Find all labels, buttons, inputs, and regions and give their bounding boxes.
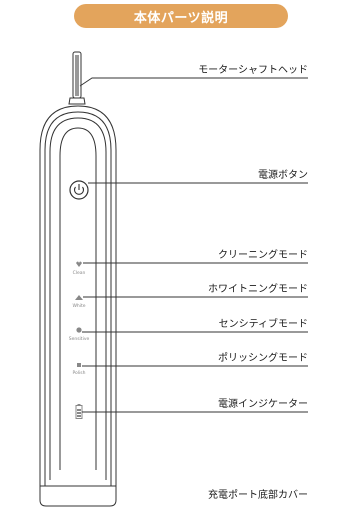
power-button [69, 180, 89, 200]
clean-mode-icon: Clean [73, 261, 86, 276]
sensitive-mode-icon: Sensitive [69, 327, 90, 342]
callout-polish-mode: ポリッシングモード [218, 353, 308, 364]
toothbrush-handle [39, 105, 117, 507]
motor-shaft [68, 51, 86, 105]
section-title-banner: 本体パーツ説明 [74, 4, 288, 28]
white-mode-label: White [72, 303, 85, 309]
battery-indicator-icon [75, 404, 83, 419]
section-title: 本体パーツ説明 [133, 10, 229, 26]
callout-power-indicator: 電源インジケーター [218, 399, 308, 410]
callout-sensitive-mode: センシティブモード [218, 319, 308, 330]
callout-lines [79, 77, 308, 413]
callout-clean-mode: クリーニングモード [218, 250, 308, 261]
callout-white-mode: ホワイトニングモード [208, 284, 308, 295]
callout-charge-port-cover: 充電ポート底部カバー [208, 490, 308, 501]
callout-motor-shaft-head: モーターシャフトヘッド [198, 65, 308, 76]
clean-mode-label: Clean [73, 270, 86, 276]
callout-power-button: 電源ボタン [258, 170, 308, 181]
polish-mode-label: Polish [72, 370, 85, 376]
sensitive-mode-label: Sensitive [69, 336, 90, 342]
white-mode-icon: White [72, 295, 86, 309]
polish-mode-icon: Polish [72, 363, 86, 376]
